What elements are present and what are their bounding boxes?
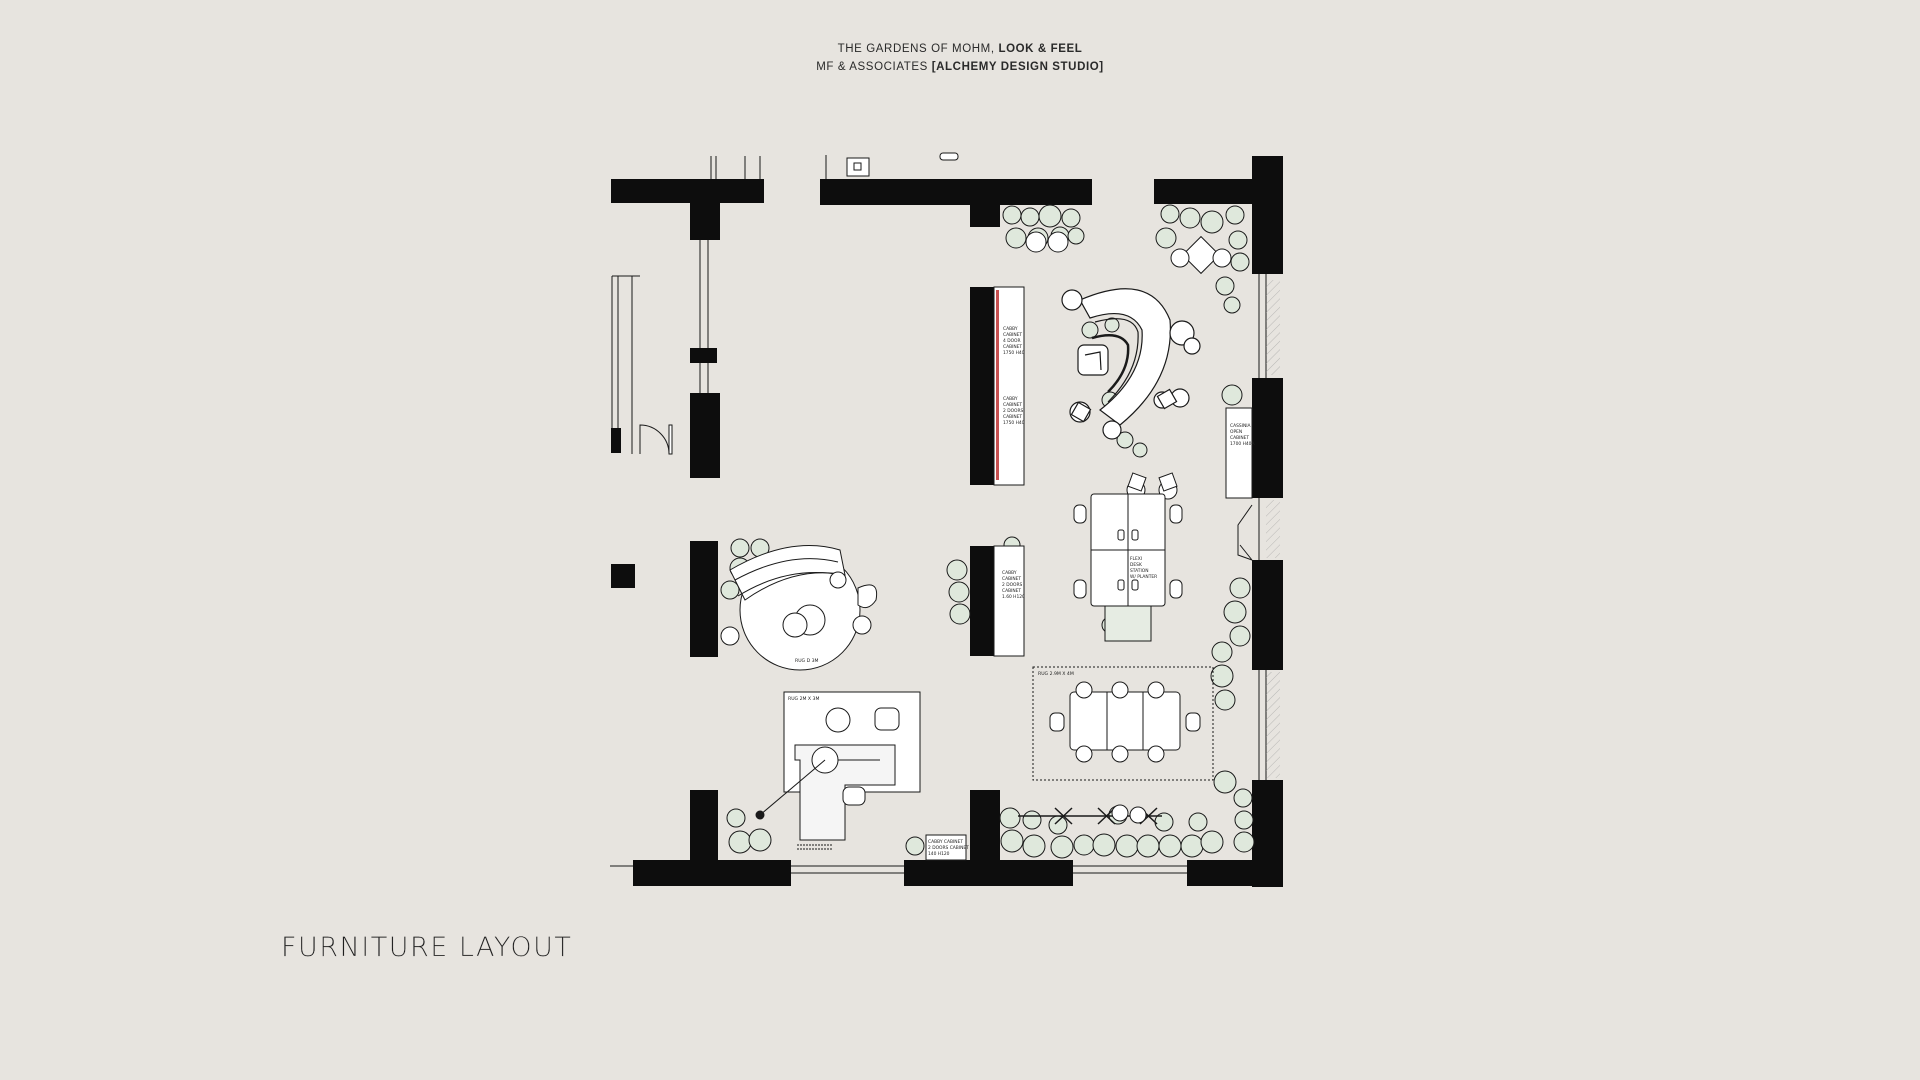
study-rug-label: RUG 2M X 3M [788, 696, 819, 702]
dining-area [1032, 666, 1214, 781]
bench-with-stools [1018, 804, 1162, 825]
cabinet-top-label: CABBY CABINET 4 DOOR CABINET 1750 H40 [1003, 326, 1025, 356]
cabinet-right-label: CASSINIA OPEN CABINET 1700 H40A [1230, 423, 1254, 447]
studio-name: [ALCHEMY DESIGN STUDIO] [931, 61, 1104, 73]
dining-rug-label: RUG 2.9M X 4M [1038, 671, 1074, 677]
plants [720, 204, 1255, 859]
lounge-left [720, 545, 878, 671]
desk-station-label: FLEXI DESK STATION W/ PLANTER [1130, 556, 1157, 580]
glazing-hatch [1266, 500, 1280, 558]
glazing-hatch [1266, 672, 1280, 778]
round-rug-label: RUG D 3M [795, 658, 818, 664]
cabinets [925, 286, 1253, 861]
header-line-1: THE GARDENS OF MOHM, LOOK & FEEL [0, 40, 1920, 58]
project-name: THE GARDENS OF MOHM, [837, 43, 999, 55]
firm-name: MF & ASSOCIATES [816, 61, 932, 73]
study-area [755, 691, 921, 850]
header: THE GARDENS OF MOHM, LOOK & FEEL MF & AS… [0, 40, 1920, 76]
doors [639, 424, 1253, 561]
window-frames [610, 155, 1267, 874]
cabinet-mid-label: CABBY CABINET 2 DOORS CABINET 1750 H40 [1003, 396, 1025, 426]
cabinet-labels: CABBY CABINET 4 DOOR CABINET 1750 H40 CA… [928, 326, 1254, 857]
cabinet-left-label: CABBY CABINET 2 DOORS CABINET 1.60 H120 [1002, 570, 1025, 600]
curved-sofa [1061, 288, 1201, 440]
top-fixtures [846, 152, 959, 177]
desk-station [1073, 493, 1183, 642]
glazing-hatch [1266, 280, 1280, 375]
project-subtitle: LOOK & FEEL [998, 43, 1083, 55]
header-line-2: MF & ASSOCIATES [ALCHEMY DESIGN STUDIO] [0, 58, 1920, 76]
cabinet-bottom-label: CABBY CABINET 2 DOORS CABINET 140 H120 [928, 839, 970, 857]
page-title: FURNITURE LAYOUT [281, 932, 573, 963]
cafe-seating [1025, 231, 1232, 500]
walls [611, 156, 1283, 887]
